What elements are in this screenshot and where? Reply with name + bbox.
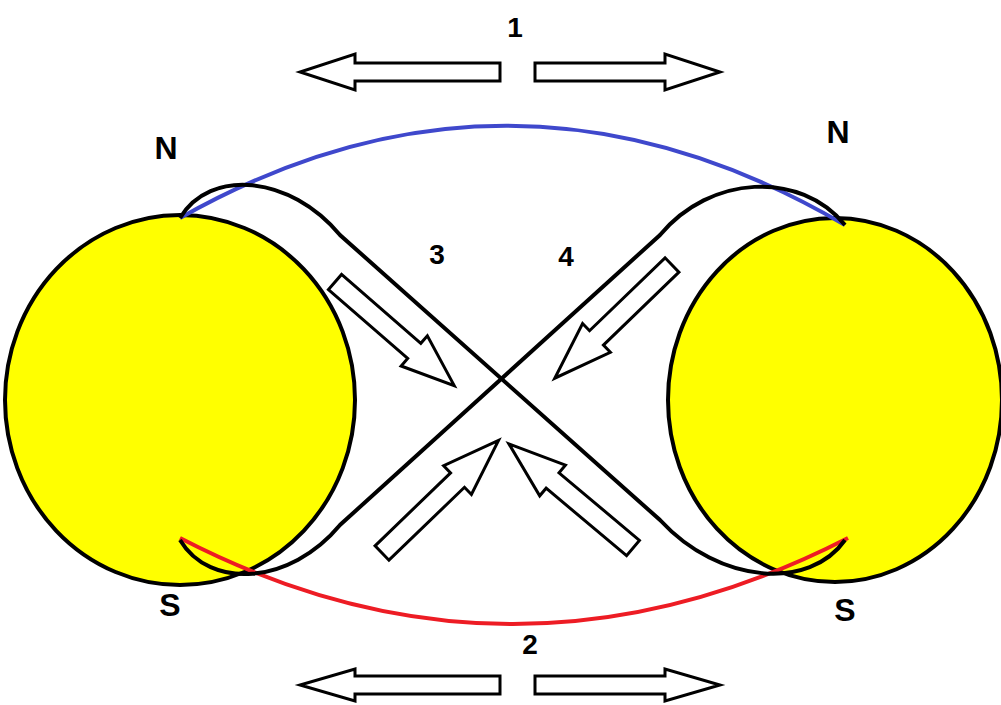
south-field-line	[180, 538, 848, 624]
block-arrow	[368, 426, 512, 567]
block-arrow	[535, 669, 720, 701]
left-star	[5, 215, 355, 585]
callout-number: 4	[558, 243, 574, 271]
right-star	[668, 218, 1001, 582]
block-arrow	[541, 251, 686, 393]
pole-label: N	[826, 116, 849, 148]
pole-label: S	[159, 589, 180, 621]
block-arrow	[322, 267, 467, 401]
cross-field-line	[180, 187, 845, 574]
block-arrow	[535, 54, 720, 90]
block-arrow	[300, 54, 500, 90]
block-arrow	[300, 669, 500, 701]
callout-number: 3	[429, 241, 445, 269]
callout-number: 1	[507, 14, 523, 42]
pole-label: N	[154, 132, 177, 164]
callout-number: 2	[522, 631, 538, 659]
cross-field-line	[180, 185, 845, 574]
north-field-line	[180, 126, 845, 225]
block-arrow	[496, 429, 646, 564]
pole-label: S	[834, 594, 855, 626]
